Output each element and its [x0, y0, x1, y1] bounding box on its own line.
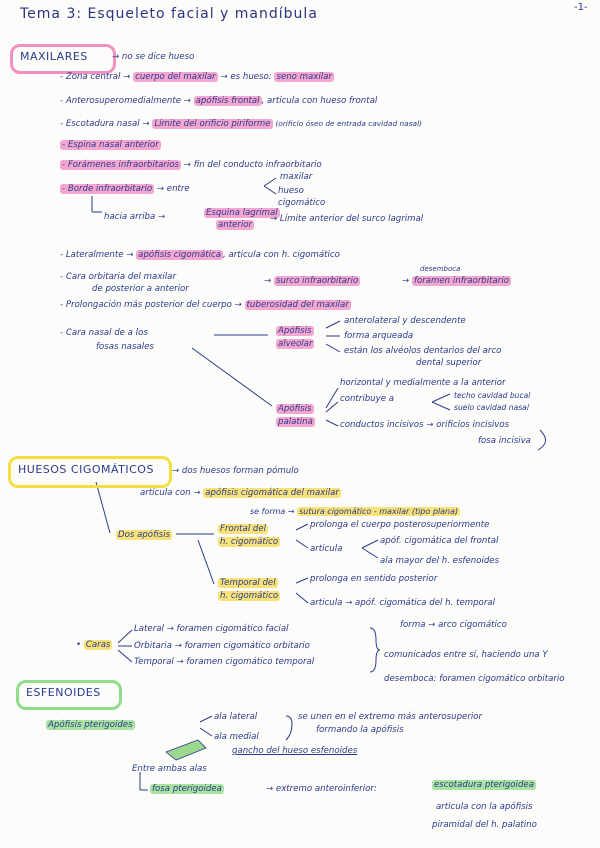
- surco-infraorbitario: → surco infraorbitario: [264, 276, 361, 286]
- pterigoides-formando: formando la apófisis: [316, 725, 404, 735]
- brace-icon: [263, 177, 277, 195]
- palatina-f: fosa incisiva: [478, 436, 531, 446]
- alveolar-d: dental superior: [416, 358, 482, 368]
- entre-ambas-alas: Entre ambas alas: [132, 764, 207, 774]
- foramen-infraorbitario: → foramen infraorbitario: [402, 276, 511, 286]
- brace-icon: [431, 393, 451, 411]
- fosa-pterigoidea: fosa pterigoidea: [150, 784, 224, 794]
- cara-temporal: Temporal → foramen cigomático temporal: [134, 657, 315, 667]
- temporal-b: articula → apóf. cigomática del h. tempo…: [310, 598, 496, 608]
- palatina-c: techo cavidad bucal: [454, 391, 531, 400]
- line-borde-infraorbitario: - Borde infraorbitario → entre: [60, 184, 190, 194]
- frontal-a: prolonga el cuerpo posterosuperiormente: [310, 520, 490, 530]
- palatina-e: conductos incisivos → orificios incisivo…: [340, 420, 510, 430]
- cigomaticos-heading: HUESOS CIGOMÁTICOS: [18, 463, 154, 476]
- palatina-b: contribuye a: [340, 394, 394, 404]
- cigomaticos-note: → dos huesos forman pómulo: [172, 466, 299, 476]
- maxilares-note: → no se dice hueso: [112, 52, 195, 62]
- apof-temporal-2: h. cigomático: [218, 591, 281, 601]
- esfenoides-frame: [16, 680, 122, 710]
- sutura-line: se forma → sutura cigomático - maxilar (…: [250, 507, 461, 516]
- line-zona-central: - Zona central → cuerpo del maxilar → es…: [60, 72, 334, 82]
- apofisis-pterigoides: Apófisis pterigoides: [46, 720, 135, 730]
- alveolar-a: anterolateral y descendente: [344, 316, 466, 326]
- cara-lateral: Lateral → foramen cigomático facial: [134, 624, 289, 634]
- line-cara-orbitaria: - Cara orbitaria del maxilar: [60, 272, 176, 282]
- pterigoides-union: se unen en el extremo más anterosuperior: [298, 712, 483, 722]
- frontal-b: articula: [310, 544, 343, 554]
- dos-apofisis: Dos apófisis: [116, 530, 172, 540]
- esquina-anterior: anterior: [216, 220, 255, 230]
- borde-cigomatico: cigomático: [278, 198, 326, 208]
- temporal-c: forma → arco cigomático: [400, 620, 507, 630]
- alveolar-b: forma arqueada: [344, 331, 414, 341]
- line-prolongacion: - Prolongación más posterior del cuerpo …: [60, 300, 351, 310]
- line-cara-nasal: - Cara nasal de a los: [60, 328, 148, 338]
- apofisis-palatina-1: Apófisis: [276, 404, 314, 414]
- esquina-lagrimal: Esquina lagrimal: [204, 208, 280, 218]
- articula-con: articula con → apófisis cigomática del m…: [140, 488, 341, 498]
- desemboca-label: desemboca: [420, 265, 461, 273]
- escotadura-pterigoidea: escotadura pterigoidea: [432, 780, 536, 790]
- line-anterosuperomedial: - Anterosuperomedialmente → apófisis fro…: [60, 96, 378, 106]
- line-escotadura-nasal: - Escotadura nasal → Límite del orificio…: [60, 119, 423, 129]
- line-cara-orbitaria-2: de posterior a anterior: [92, 284, 189, 294]
- page-title: Tema 3: Esqueleto facial y mandíbula: [20, 6, 318, 22]
- maxilares-frame: [10, 44, 116, 74]
- line-hacia-arriba: hacia arriba →: [104, 212, 166, 222]
- ala-medial: ala medial: [214, 732, 259, 742]
- articula-apofisis: articula con la apófisis: [436, 802, 533, 812]
- apof-frontal-2: h. cigomático: [218, 537, 281, 547]
- apof-temporal-1: Temporal del: [218, 578, 278, 588]
- borde-maxilar: maxilar: [280, 172, 313, 182]
- extremo-anteroinferior: → extremo anteroinferior:: [266, 784, 377, 794]
- apofisis-alveolar-1: Apófisis: [276, 326, 314, 336]
- brace-icon: [361, 539, 379, 559]
- caras-label: • Caras: [76, 640, 113, 650]
- temporal-a: prolonga en sentido posterior: [310, 574, 438, 584]
- borde-hueso: hueso: [278, 186, 304, 196]
- ala-lateral: ala lateral: [214, 712, 258, 722]
- line-espina-nasal: - Espina nasal anterior: [60, 140, 161, 150]
- apof-frontal-1: Frontal del: [218, 524, 269, 534]
- page-number: -1-: [574, 2, 588, 13]
- line-fosas-nasales: fosas nasales: [96, 342, 154, 352]
- caras-desemboca: desemboca: foramen cigomático orbitario: [384, 674, 565, 684]
- palatina-d: suelo cavidad nasal: [454, 403, 529, 412]
- line-foramenes: - Forámenes infraorbitarios → fin del co…: [60, 160, 322, 170]
- gancho-esfenoides: gancho del hueso esfenoides: [232, 746, 358, 756]
- cara-orbitaria: Orbitaria → foramen cigomático orbitario: [134, 641, 310, 651]
- frontal-d: ala mayor del h. esfenoides: [380, 556, 500, 566]
- line-lateralmente: - Lateralmente → apófisis cigomática, ar…: [60, 250, 340, 260]
- limite-surco-lagrimal: → Límite anterior del surco lagrimal: [270, 214, 424, 224]
- apofisis-alveolar-2: alveolar: [276, 339, 315, 349]
- palatina-a: horizontal y medialmente a la anterior: [340, 378, 506, 388]
- piramidal-palatino: piramidal del h. palatino: [432, 820, 537, 830]
- caras-comunicados: comunicados entre sí, haciendo una Y: [384, 650, 548, 660]
- apofisis-palatina-2: palatina: [276, 417, 315, 427]
- alveolar-c: están los alvéolos dentarios del arco: [344, 346, 502, 356]
- maxilares-heading: MAXILARES: [20, 50, 88, 63]
- frontal-c: apóf. cigomática del frontal: [380, 536, 499, 546]
- cigomaticos-frame: [8, 456, 172, 488]
- esfenoides-heading: ESFENOIDES: [26, 686, 101, 699]
